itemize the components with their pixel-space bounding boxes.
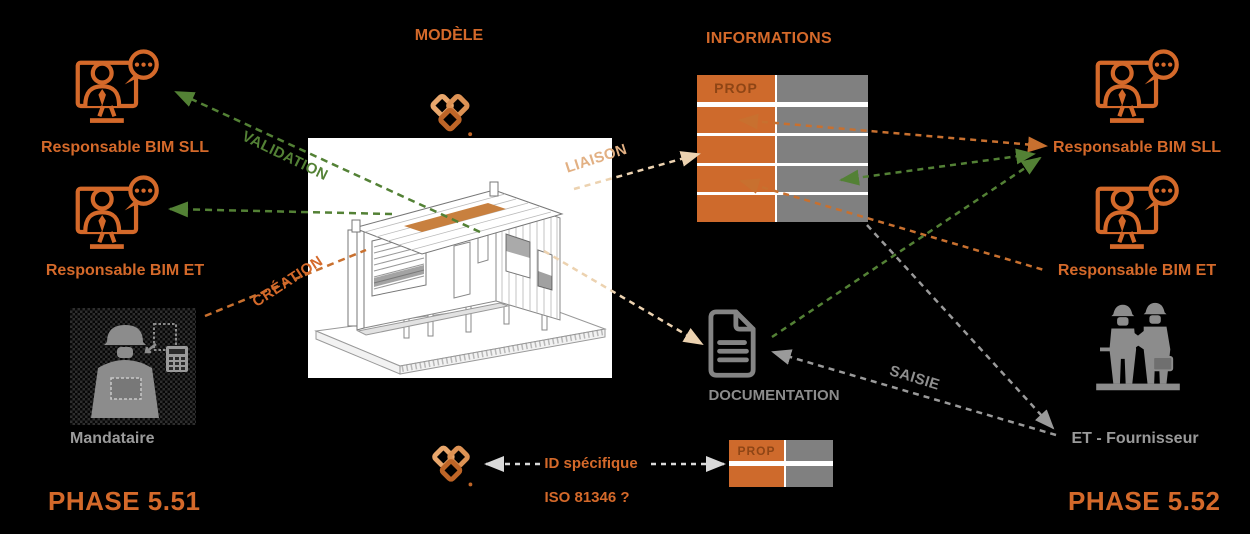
monitor-user-chat-icon xyxy=(75,49,159,123)
ifc-logo-bottom xyxy=(424,438,478,492)
mandataire-image xyxy=(70,308,196,425)
table-row: PROP xyxy=(729,440,833,461)
table-cell xyxy=(777,75,868,102)
phase-551-label: PHASE 5.51 xyxy=(48,486,201,516)
ifc-logo-icon xyxy=(432,445,473,487)
fournisseur-label: ET - Fournisseur xyxy=(1071,430,1199,447)
monitor-user-chat-icon xyxy=(75,175,159,249)
table-row xyxy=(729,466,833,487)
bim-et-right-label: Responsable BIM ET xyxy=(1057,262,1217,279)
table-cell xyxy=(697,195,775,222)
table-cell xyxy=(786,466,833,487)
modele-label: MODÈLE xyxy=(414,27,484,44)
table-cell xyxy=(697,165,775,193)
bim-et-left-icon-box xyxy=(74,170,168,262)
table-cell xyxy=(697,106,775,134)
mandataire-label: Mandataire xyxy=(70,430,155,447)
documentation-label: DOCUMENTATION xyxy=(708,387,840,404)
table-row xyxy=(697,136,868,163)
bim-sll-left-label: Responsable BIM SLL xyxy=(40,139,210,156)
bim-et-right-icon-box xyxy=(1094,170,1188,262)
table-cell xyxy=(777,106,868,134)
table-cell-prop: PROP xyxy=(697,75,775,102)
id-specifique-label: ID spécifique xyxy=(544,455,638,472)
table-cell xyxy=(786,440,833,461)
informations-table: PROP xyxy=(697,75,868,222)
ifc-logo-top xyxy=(418,86,482,142)
documentation-icon-box xyxy=(703,308,763,381)
informations-label: INFORMATIONS xyxy=(706,30,832,47)
id-table: PROP xyxy=(729,440,833,487)
monitor-user-chat-icon xyxy=(1095,49,1179,123)
saisie-label: SAISIE xyxy=(887,362,942,394)
table-row: PROP xyxy=(697,75,868,102)
table-cell xyxy=(729,466,784,487)
bim-sll-left-icon-box xyxy=(74,44,168,136)
table-row xyxy=(697,165,868,193)
table-row xyxy=(697,106,868,134)
table-cell xyxy=(777,195,868,222)
bim-sll-right-icon-box xyxy=(1094,44,1188,136)
bim-et-left-label: Responsable BIM ET xyxy=(45,262,205,279)
table-bim-sll-green-arrow xyxy=(839,148,1036,186)
handshake-icon xyxy=(1096,302,1180,391)
fournisseur-icon-box xyxy=(1090,300,1186,395)
bim-sll-right-label: Responsable BIM SLL xyxy=(1052,139,1222,156)
document-icon xyxy=(708,309,756,378)
table-to-fournisseur-arrow xyxy=(866,224,1055,430)
iso-81346-label: ISO 81346 ? xyxy=(544,489,630,506)
monitor-user-chat-icon xyxy=(1095,175,1179,249)
table-cell-prop: PROP xyxy=(729,440,784,461)
table-row xyxy=(697,195,868,222)
ifc-logo-icon xyxy=(430,93,473,137)
construction-worker-icon xyxy=(91,323,188,418)
house-model-drawing xyxy=(314,181,607,375)
table-cell xyxy=(777,136,868,163)
phase-552-label: PHASE 5.52 xyxy=(1068,486,1221,516)
table-cell xyxy=(777,165,868,193)
building-model-image xyxy=(308,138,612,378)
table-cell xyxy=(697,136,775,163)
